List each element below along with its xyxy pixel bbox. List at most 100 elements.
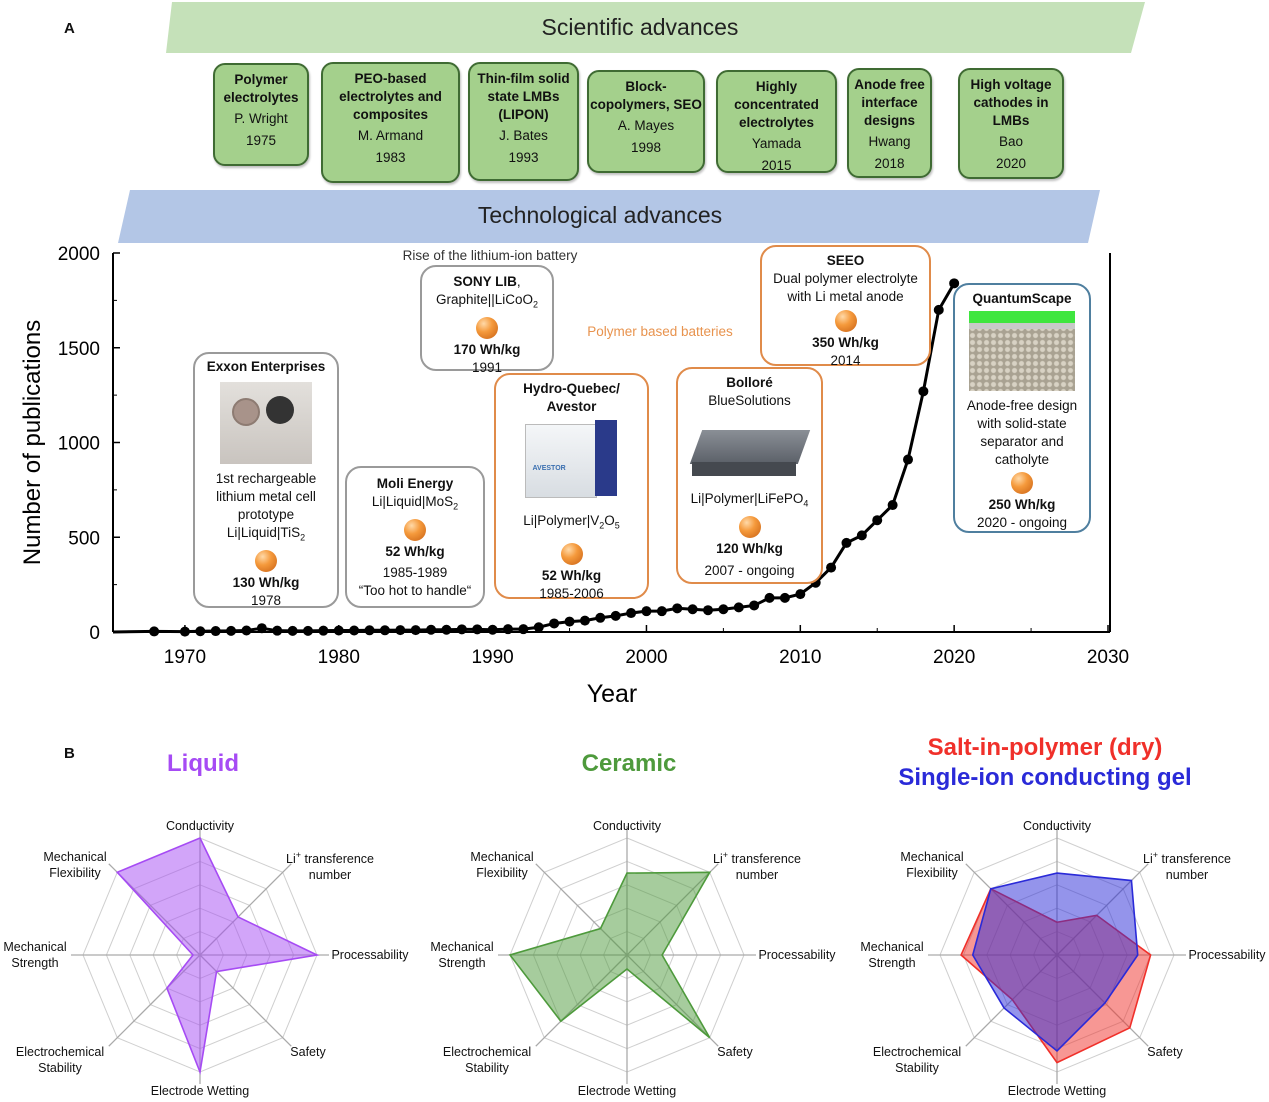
data-point	[779, 592, 790, 603]
milestone-year: 2020	[995, 156, 1027, 171]
data-point	[533, 622, 544, 633]
data-point	[795, 589, 806, 600]
radar-axis-label: Processability	[331, 948, 409, 962]
milestone-title: Thin-film solid state LMBs (LIPON)	[477, 71, 570, 122]
rise-of-liion-label: Rise of the lithium-ion battery	[402, 248, 578, 263]
y-tick-label: 1500	[58, 339, 100, 360]
seeo-year: 2014	[830, 353, 861, 368]
seeo-title: SEEO	[826, 253, 865, 268]
moli-chem-sub: 2	[453, 501, 459, 512]
radar-axis-label: Processability	[1188, 948, 1266, 962]
radar-axis-label: Electrode Wetting	[150, 1084, 250, 1098]
energy-sphere-icon	[476, 316, 498, 339]
data-point	[749, 600, 760, 611]
milestone-author: Yamada	[751, 136, 802, 151]
bluesolutions-battery-image	[689, 422, 810, 482]
data-point	[503, 624, 513, 635]
radar-axis-label: Mechanical Strength	[3, 940, 67, 970]
y-tick-label: 500	[68, 528, 100, 549]
data-point	[903, 454, 913, 465]
radar-axis-label: Electrochemical Stability	[872, 1045, 962, 1075]
data-point	[887, 500, 898, 511]
data-point	[549, 618, 560, 629]
radar-title-ceramic: Ceramic	[581, 750, 677, 777]
milestone-title: High voltage cathodes in LMBs	[970, 77, 1052, 128]
x-tick-label: 1970	[164, 647, 206, 668]
milestone-title: Highly concentrated electrolytes	[734, 79, 819, 130]
bollore-energy: 120 Wh/kg	[716, 540, 783, 556]
data-point	[226, 625, 237, 636]
data-point	[718, 604, 729, 615]
data-point	[256, 623, 267, 634]
y-tick-label: 2000	[58, 244, 100, 265]
data-point	[487, 624, 498, 635]
radar-chart	[928, 826, 1186, 1084]
banners	[118, 2, 1145, 243]
hydro-title: Hydro-Quebec/	[523, 381, 620, 396]
energy-sphere-icon	[255, 549, 277, 572]
hydro-title: Avestor	[546, 399, 597, 414]
radar-axis-label: Electrochemical Stability	[15, 1045, 105, 1075]
data-point	[333, 625, 344, 636]
hydro-energy: 52 Wh/kg	[541, 567, 602, 583]
exxon-desc: 1st rechargeable	[215, 471, 317, 486]
exxon-annotation: Exxon Enterprises 1st rechargeable lithi…	[193, 352, 339, 608]
quantumscape-cell-image	[969, 311, 1075, 391]
quantumscape-desc: separator and	[980, 434, 1064, 449]
x-tick-label: 1980	[318, 647, 360, 668]
data-point	[856, 530, 867, 541]
hydro-chem: O	[604, 513, 615, 528]
milestone-author: Bao	[998, 134, 1024, 149]
moli-annotation: Moli Energy Li|Liquid|MoS2 52 Wh/kg 1985…	[345, 466, 485, 608]
y-axis-label: Number of publications	[19, 320, 46, 565]
quantumscape-energy: 250 Wh/kg	[988, 497, 1056, 512]
data-point	[764, 592, 775, 603]
energy-sphere-icon	[1011, 472, 1033, 494]
energy-sphere-icon	[738, 515, 761, 538]
seeo-desc: Dual polymer electrolyte	[773, 271, 918, 286]
milestone-author: P. Wright	[234, 111, 288, 126]
milestone-year: 1975	[245, 133, 277, 148]
energy-sphere-icon	[834, 310, 857, 332]
data-point	[579, 615, 590, 626]
milestone-year: 2015	[761, 158, 792, 173]
radar-series-area	[508, 871, 712, 1039]
exxon-chem-sub: 2	[300, 532, 306, 543]
x-axis-label: Year	[587, 680, 638, 708]
seeo-energy: 350 Wh/kg	[812, 335, 879, 350]
radar-chart	[498, 826, 756, 1084]
hydro-chem-sub: 2	[599, 520, 605, 531]
sony-chem-sub: 2	[533, 299, 539, 310]
data-point	[949, 278, 960, 289]
data-point	[826, 562, 837, 573]
hydro-chem-sub: 5	[614, 520, 620, 531]
scientific-advances-title: Scientific advances	[541, 14, 739, 40]
x-tick-label: 2020	[933, 647, 975, 668]
radar-charts	[71, 826, 1186, 1084]
moli-energy: 52 Wh/kg	[385, 543, 445, 559]
radar-axis-label: Mechanical Flexibility	[470, 850, 534, 880]
bollore-chem: Li|Polymer|LiFePO	[690, 491, 804, 506]
y-tick-label: 0	[89, 623, 100, 644]
data-point	[287, 625, 298, 636]
exxon-energy: 130 Wh/kg	[232, 574, 300, 590]
data-point	[656, 606, 667, 617]
milestone-title: PEO-based electrolytes and composites	[339, 71, 442, 122]
data-point	[918, 386, 929, 397]
data-point	[641, 606, 652, 617]
radar-chart	[71, 826, 329, 1084]
milestone-title: Block-copolymers, SEO	[590, 79, 702, 112]
exxon-year: 1978	[250, 592, 282, 608]
data-point	[395, 625, 406, 636]
radar-series-area	[115, 836, 320, 1075]
x-tick-label: 2010	[779, 647, 821, 668]
hydro-year: 1985-2006	[539, 585, 604, 601]
milestone-author: A. Mayes	[617, 118, 675, 133]
data-point	[272, 625, 283, 636]
moli-title: Moli Energy	[376, 476, 454, 491]
exxon-desc: lithium metal cell	[216, 489, 316, 504]
milestone-year: 2018	[874, 156, 905, 171]
data-point	[933, 304, 944, 315]
sony-chem: Graphite||LiCoO	[435, 292, 534, 307]
scientific-banner	[166, 2, 1145, 53]
